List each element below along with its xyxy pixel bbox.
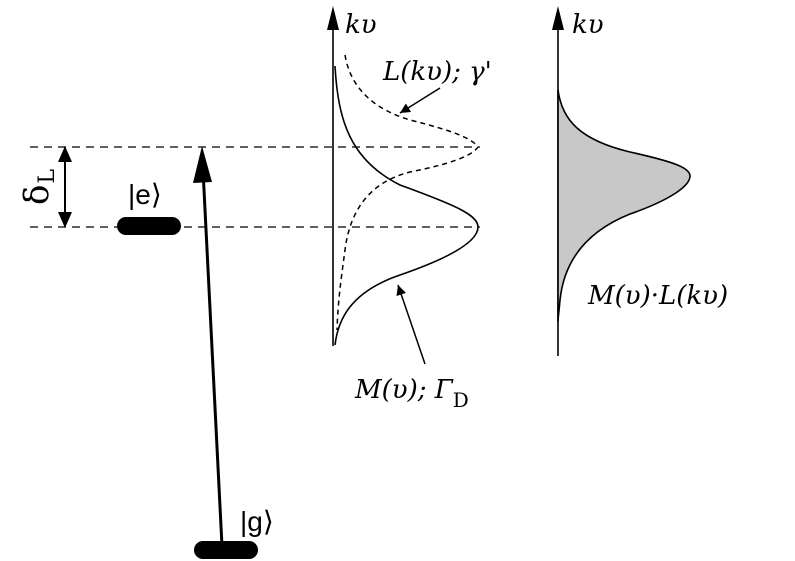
right-axis-arrowhead [552, 6, 564, 30]
lorentzian-label: L(kυ); γ' [382, 57, 492, 87]
excited-level-bar [117, 217, 181, 235]
detuning-label: δL [17, 169, 60, 205]
excited-level-label: |e⟩ [128, 179, 162, 210]
svg-text:δL: δL [17, 169, 60, 205]
maxwellian-pointer [396, 284, 426, 365]
ground-level-label: |g⟩ [240, 506, 274, 537]
lorentzian-pointer [399, 87, 441, 114]
lorentzian-curve [336, 54, 479, 331]
maxwellian-curve [334, 65, 479, 346]
maxwellian-label: M(υ); ΓD [354, 375, 469, 412]
right-axis-label: kυ [572, 10, 604, 40]
ground-level-bar [194, 541, 258, 559]
product-curve [557, 89, 691, 323]
laser-arrow-head [193, 146, 212, 183]
left-axis-label: kυ [345, 10, 377, 40]
detuning-arrow [58, 146, 72, 228]
left-axis-arrowhead [327, 6, 339, 30]
product-label: M(υ)·L(kυ) [587, 281, 728, 311]
laser-arrow-shaft [201, 169, 224, 547]
